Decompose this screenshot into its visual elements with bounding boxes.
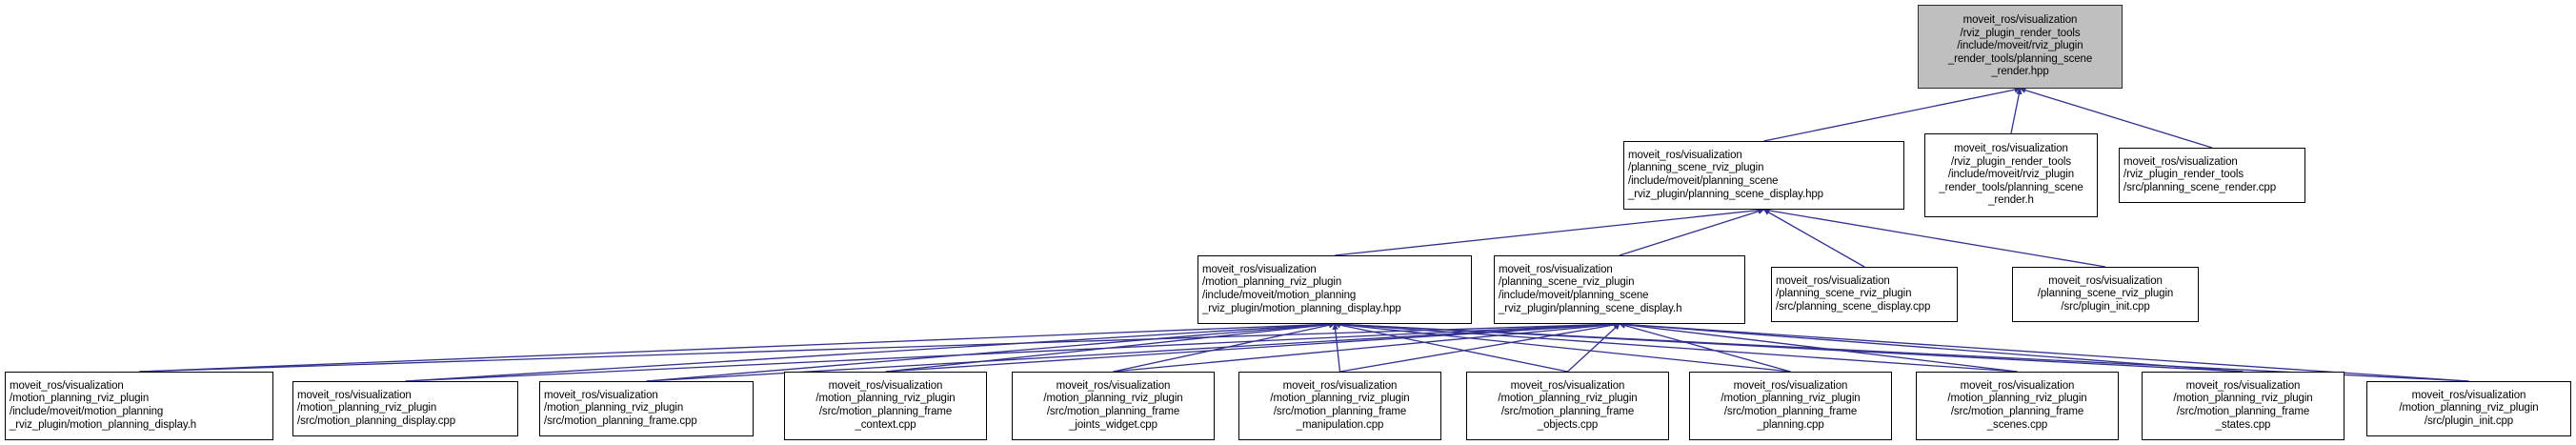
graph-edge <box>1332 323 1341 373</box>
graph-node[interactable]: moveit_ros/visualization /rviz_plugin_re… <box>1924 133 2098 217</box>
graph-edge <box>885 321 1620 373</box>
graph-node-label: moveit_ros/visualization /motion_plannin… <box>297 389 455 427</box>
graph-node-label: moveit_ros/visualization /motion_plannin… <box>1721 379 1861 431</box>
graph-edge <box>1619 322 1791 373</box>
graph-node[interactable]: moveit_ros/visualization /planning_scene… <box>2012 267 2199 322</box>
graph-edge <box>138 320 1620 373</box>
graph-node[interactable]: moveit_ros/visualization /motion_plannin… <box>539 381 754 436</box>
graph-edge <box>1334 321 1791 373</box>
graph-node[interactable]: moveit_ros/visualization /motion_plannin… <box>5 372 273 440</box>
graph-node-label: moveit_ros/visualization /planning_scene… <box>1499 263 1682 314</box>
graph-node-label: moveit_ros/visualization /rviz_plugin_re… <box>1939 143 2083 207</box>
graph-node[interactable]: moveit_ros/visualization /planning_scene… <box>1771 267 1958 322</box>
graph-node-label: moveit_ros/visualization /rviz_plugin_re… <box>1947 14 2093 78</box>
graph-node-label: moveit_ros/visualization /planning_scene… <box>1628 149 1823 200</box>
graph-node[interactable]: moveit_ros/visualization /motion_plannin… <box>1466 372 1669 440</box>
graph-edge <box>1567 323 1620 373</box>
graph-edge <box>1762 207 2106 268</box>
graph-node-label: moveit_ros/visualization /motion_plannin… <box>1270 379 1410 431</box>
graph-node-label: moveit_ros/visualization /motion_plannin… <box>544 389 697 427</box>
graph-node[interactable]: moveit_ros/visualization /motion_plannin… <box>1238 372 1441 440</box>
graph-edge <box>1619 208 1765 256</box>
graph-edge <box>1334 321 2244 373</box>
graph-edge <box>1113 322 1336 373</box>
graph-node-label: moveit_ros/visualization /motion_plannin… <box>1202 263 1401 314</box>
graph-edge <box>1619 321 2244 373</box>
graph-edge <box>646 321 1336 382</box>
graph-node[interactable]: moveit_ros/visualization /motion_plannin… <box>1689 372 1892 440</box>
graph-node[interactable]: moveit_ros/visualization /motion_plannin… <box>2142 372 2345 440</box>
graph-edge <box>1334 321 2018 373</box>
graph-edge <box>2010 88 2023 134</box>
graph-node[interactable]: moveit_ros/visualization /rviz_plugin_re… <box>2119 148 2305 203</box>
graph-edge <box>1113 321 1620 373</box>
graph-edge <box>885 321 1336 373</box>
graph-node[interactable]: moveit_ros/visualization /planning_scene… <box>1623 141 1904 210</box>
graph-node-label: moveit_ros/visualization /motion_plannin… <box>1043 379 1183 431</box>
graph-node-label: moveit_ros/visualization /motion_plannin… <box>2173 379 2313 431</box>
graph-node[interactable]: moveit_ros/visualization /motion_plannin… <box>1197 255 1472 324</box>
graph-edge <box>1339 321 1620 373</box>
graph-node[interactable]: moveit_ros/visualization /motion_plannin… <box>1012 372 1215 440</box>
graph-node-label: moveit_ros/visualization /motion_plannin… <box>2399 389 2539 427</box>
graph-node[interactable]: moveit_ros/visualization /motion_plannin… <box>2366 381 2571 436</box>
graph-node-label: moveit_ros/visualization /motion_plannin… <box>1947 379 2087 431</box>
graph-edge <box>1334 321 1568 373</box>
graph-node[interactable]: moveit_ros/visualization /motion_plannin… <box>292 381 518 436</box>
graph-node-label: moveit_ros/visualization /motion_plannin… <box>815 379 956 431</box>
graph-edge <box>1762 209 1865 268</box>
graph-node-label: moveit_ros/visualization /rviz_plugin_re… <box>2123 155 2277 193</box>
graph-node[interactable]: moveit_ros/visualization /planning_scene… <box>1494 255 1745 324</box>
graph-node-label: moveit_ros/visualization /motion_plannin… <box>1498 379 1638 431</box>
graph-node-label: moveit_ros/visualization /motion_plannin… <box>10 379 197 431</box>
graph-edge <box>138 320 1336 373</box>
graph-edge <box>1334 207 1765 256</box>
graph-node-root[interactable]: moveit_ros/visualization /rviz_plugin_re… <box>1918 5 2123 89</box>
graph-node[interactable]: moveit_ros/visualization /motion_plannin… <box>784 372 987 440</box>
graph-node-label: moveit_ros/visualization /planning_scene… <box>2037 274 2174 313</box>
graph-node[interactable]: moveit_ros/visualization /motion_plannin… <box>1916 372 2119 440</box>
graph-edge <box>1619 321 2018 373</box>
graph-node-label: moveit_ros/visualization /planning_scene… <box>1776 274 1931 313</box>
